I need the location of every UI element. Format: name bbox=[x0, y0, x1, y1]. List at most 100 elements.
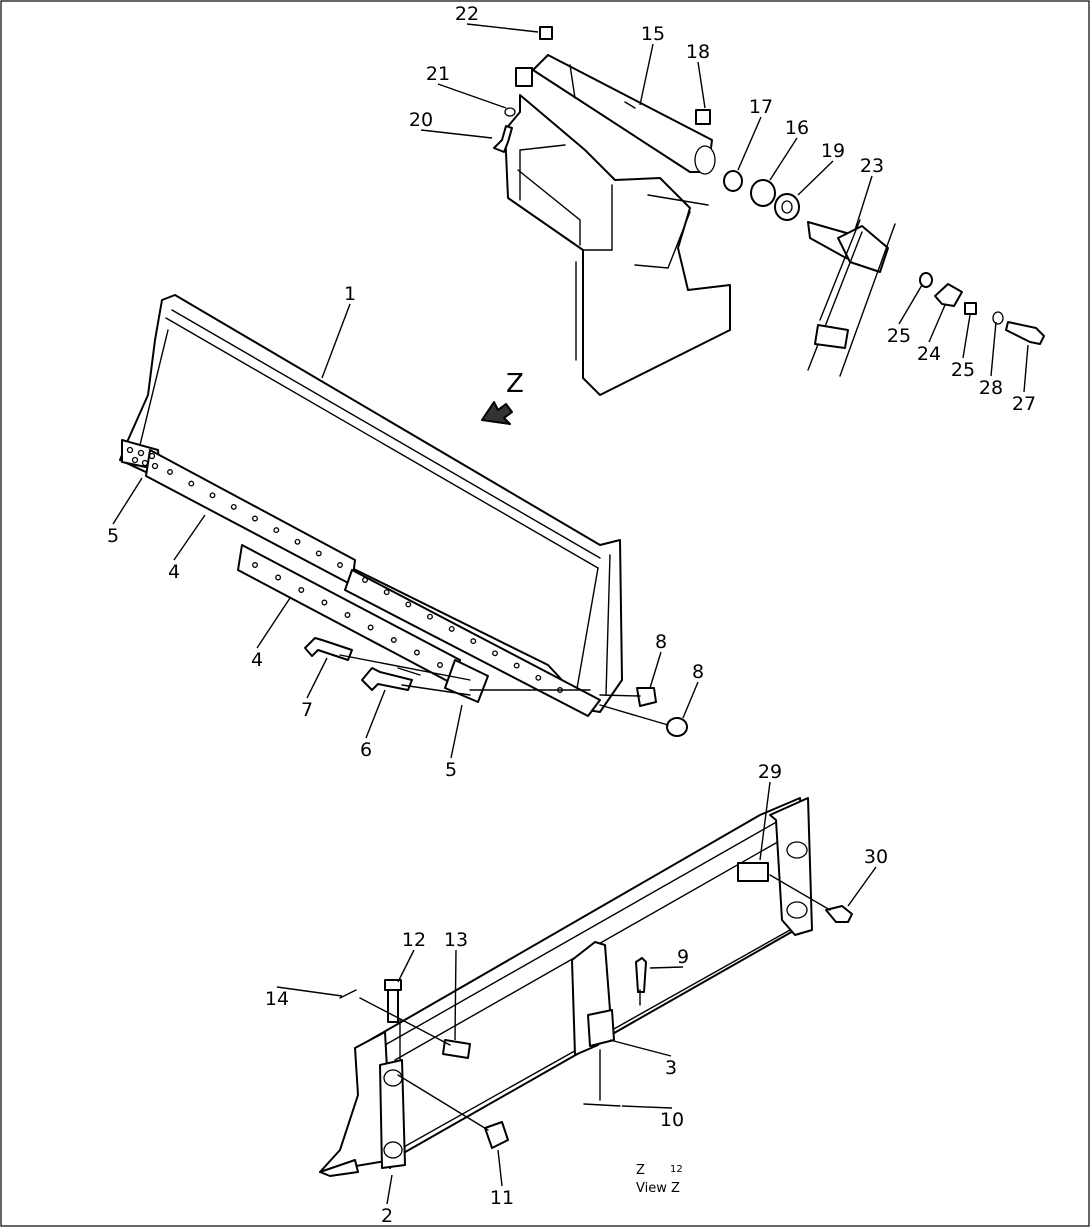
callout-18: 18 bbox=[686, 41, 710, 63]
bolt-20 bbox=[493, 125, 513, 153]
bolt-hole bbox=[405, 601, 412, 608]
bolt-hole bbox=[209, 492, 216, 499]
callout-8: 8 bbox=[692, 661, 704, 683]
callout-4: 4 bbox=[251, 649, 263, 671]
view-caption: Z 12 View Z bbox=[636, 1163, 683, 1196]
bolt-hole bbox=[167, 469, 173, 475]
callout-5: 5 bbox=[107, 525, 119, 547]
leader-line-7 bbox=[306, 657, 328, 699]
leader-line-22 bbox=[466, 23, 539, 33]
leader-line-25 bbox=[898, 284, 923, 325]
bolt-30 bbox=[825, 905, 853, 923]
leader-line-19 bbox=[797, 160, 834, 196]
bolt-hole bbox=[448, 625, 455, 632]
bolt-hole bbox=[131, 456, 139, 464]
leader-line-5 bbox=[450, 704, 463, 759]
callout-19: 19 bbox=[821, 140, 845, 162]
leader-line-1 bbox=[321, 303, 351, 379]
caption-subtitle: View Z bbox=[636, 1181, 680, 1196]
bolt-hole bbox=[427, 613, 433, 620]
leader-line-13 bbox=[454, 949, 457, 1041]
callout-3: 3 bbox=[665, 1057, 677, 1079]
leader-line-30 bbox=[847, 866, 877, 907]
bolt-hole bbox=[230, 503, 237, 510]
bolt-9 bbox=[635, 957, 647, 993]
leader-line-27 bbox=[1023, 344, 1029, 393]
callout-16: 16 bbox=[785, 117, 809, 139]
bolt-hole bbox=[344, 612, 351, 618]
bolt-hole bbox=[383, 589, 390, 596]
bushing-17 bbox=[723, 170, 743, 192]
bolt-hole bbox=[390, 637, 397, 643]
bolt-6 bbox=[361, 667, 413, 691]
bolt-hole bbox=[126, 446, 134, 454]
callout-8: 8 bbox=[655, 631, 667, 653]
bolt-hole bbox=[413, 649, 420, 656]
pivot-shaft-15 bbox=[515, 54, 716, 175]
view-letter: Z bbox=[506, 369, 524, 399]
blade-rear-frame bbox=[319, 797, 813, 1177]
leader-line-25 bbox=[962, 314, 971, 359]
view-arrow: Z bbox=[481, 369, 524, 425]
bolt-hole bbox=[492, 650, 498, 657]
washer-25a bbox=[919, 272, 933, 288]
trunnion-23 bbox=[807, 219, 896, 377]
holes bbox=[126, 446, 563, 693]
callout-9: 9 bbox=[677, 946, 689, 968]
moldboard-1 bbox=[119, 294, 623, 713]
callout-15: 15 bbox=[641, 23, 665, 45]
hinge-bracket-2 bbox=[379, 1059, 406, 1169]
leader-line-16 bbox=[769, 137, 798, 181]
callout-10: 10 bbox=[660, 1109, 684, 1131]
bolts-nuts-middle bbox=[304, 637, 688, 737]
leader-line-18 bbox=[697, 61, 706, 109]
pin-10 bbox=[583, 1103, 621, 1107]
callout-24: 24 bbox=[917, 343, 941, 365]
bolt-hole bbox=[513, 662, 520, 669]
leader-line-11 bbox=[497, 1149, 503, 1187]
leader-line-8 bbox=[682, 681, 699, 719]
retainer-24 bbox=[934, 283, 963, 307]
bolt-hole bbox=[252, 562, 258, 568]
bolt-hole bbox=[362, 577, 368, 583]
washer-28 bbox=[992, 311, 1004, 325]
frame-body bbox=[504, 94, 731, 396]
bushing-16 bbox=[750, 179, 776, 207]
callout-20: 20 bbox=[409, 109, 433, 131]
callout-1: 1 bbox=[344, 283, 356, 305]
bolt-hole bbox=[337, 562, 343, 568]
bolt-hole bbox=[148, 452, 156, 460]
bolt-hole bbox=[188, 480, 195, 487]
bolt-hole bbox=[315, 550, 322, 557]
bolt-hole bbox=[470, 638, 477, 645]
leader-line-3 bbox=[609, 1039, 672, 1057]
bolt-hole bbox=[321, 599, 328, 606]
leader-line-8 bbox=[649, 651, 662, 689]
leader-line-6 bbox=[365, 689, 386, 739]
bolt-hole bbox=[273, 527, 280, 534]
callout-11: 11 bbox=[490, 1187, 514, 1209]
clip-11 bbox=[484, 1121, 509, 1149]
leader-line-10 bbox=[621, 1105, 673, 1109]
leader-line-24 bbox=[928, 304, 946, 343]
callout-6: 6 bbox=[360, 739, 372, 761]
bolt-hole bbox=[437, 662, 443, 668]
leader-line-4 bbox=[256, 597, 291, 649]
cotter-14 bbox=[339, 989, 357, 999]
leader-line-28 bbox=[990, 321, 997, 377]
callout-12: 12 bbox=[402, 929, 426, 951]
bolt-hole bbox=[137, 449, 145, 457]
end-bit-5-right bbox=[444, 659, 489, 703]
leader-line-9 bbox=[649, 966, 684, 969]
bolt-7 bbox=[304, 637, 353, 661]
leader-line-5 bbox=[112, 477, 143, 525]
bolt-hole bbox=[294, 538, 301, 545]
leader-line-14 bbox=[276, 986, 343, 997]
bolt-hole bbox=[141, 459, 149, 467]
leader-line-20 bbox=[420, 129, 493, 139]
plate-29 bbox=[737, 862, 769, 882]
retainer-parts bbox=[919, 272, 1045, 345]
callout-4: 4 bbox=[168, 561, 180, 583]
